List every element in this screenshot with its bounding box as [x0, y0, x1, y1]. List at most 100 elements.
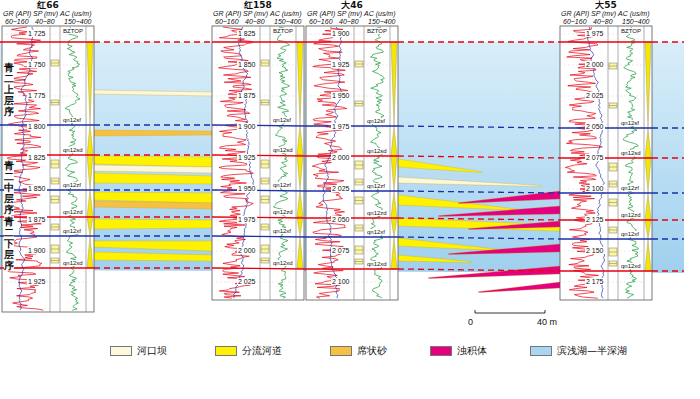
horizon-code: BZTOP: [620, 28, 642, 34]
legend-swatch: [215, 346, 237, 356]
axis-range: 60~160: [5, 18, 29, 25]
sand-body: [396, 218, 562, 231]
horizon-code: qn12zd: [366, 210, 388, 216]
horizon-line: [652, 41, 684, 42]
axis-range: 150~400: [274, 18, 301, 25]
sand-body: [396, 159, 482, 173]
horizon-line: [652, 157, 684, 158]
lithology-sand: [51, 100, 59, 105]
axis-range: 60~160: [563, 18, 587, 25]
cycle-triangle: [87, 190, 93, 217]
horizon-code: qn12sf: [620, 120, 640, 126]
sand-body: [396, 238, 502, 251]
lithology-sand: [261, 224, 269, 230]
legend-swatch: [330, 346, 352, 356]
track-divider: [618, 26, 619, 300]
horizon-line: [398, 269, 560, 271]
lithology-hatch: [355, 182, 363, 183]
cycle-triangle: [391, 156, 397, 191]
horizon-line: [306, 268, 398, 269]
scale-label: 40 m: [537, 318, 557, 327]
axis-header: AC (us/m): [270, 10, 302, 17]
depth-label: 1 925: [331, 61, 351, 68]
cycle-triangle: [87, 42, 93, 125]
horizon-code: qn12zf: [62, 182, 82, 188]
lithology-hatch: [355, 64, 363, 65]
cycle-triangle: [297, 236, 303, 268]
lithology-sand: [609, 163, 617, 171]
lithology-hatch: [51, 260, 59, 261]
horizon-line: [94, 154, 212, 155]
horizon-line: [212, 236, 306, 237]
sand-body: [396, 255, 472, 263]
lithology-hatch: [261, 249, 269, 250]
horizon-line: [560, 219, 652, 220]
lithology-hatch: [261, 181, 269, 182]
horizon-code: BZTOP: [272, 28, 294, 34]
horizon-line: [306, 155, 398, 156]
horizon-line: [94, 235, 212, 236]
lithology-hatch: [609, 252, 617, 253]
horizon-code: qn12xf: [620, 231, 640, 237]
horizon-line: [306, 190, 398, 191]
horizon-code: qn12xd: [272, 260, 294, 266]
lithology-hatch: [355, 165, 363, 166]
turbidite-body: [478, 282, 562, 293]
cycle-triangle: [391, 42, 397, 126]
lithology-sand: [261, 178, 269, 184]
depth-label: 1 850: [237, 61, 257, 68]
axis-header: GR (API): [213, 10, 241, 17]
sand-body: [92, 173, 214, 184]
lithology-sand: [355, 197, 363, 204]
horizon-line: [398, 126, 560, 128]
well-name: 大55: [595, 1, 617, 10]
axis-header: SP (mv): [337, 10, 362, 17]
axis-header: SP (mv): [33, 10, 58, 17]
axis-range: 60~160: [215, 18, 239, 25]
lithology-sand: [51, 258, 59, 263]
depth-label: 2 000: [237, 247, 257, 254]
depth-label: 2 000: [331, 154, 351, 161]
lithology-hatch: [609, 167, 617, 168]
lithology-hatch: [51, 249, 59, 250]
lithology-sand: [355, 101, 363, 106]
lithology-hatch: [609, 66, 617, 67]
legend-text: 滨浅湖—半深湖: [557, 346, 627, 356]
horizon-line: [0, 189, 94, 190]
cycle-triangle: [391, 237, 397, 269]
depth-label: 1 875: [27, 216, 47, 223]
depth-label: 2 025: [331, 185, 351, 192]
depth-label: 1 925: [237, 154, 257, 161]
lithology-sand: [355, 246, 363, 254]
horizon-line: [0, 41, 94, 42]
horizon-line: [0, 154, 94, 155]
cycle-triangle: [645, 42, 651, 128]
horizon-line: [652, 238, 684, 239]
axis-header: GR (API): [561, 10, 589, 17]
horizon-line: [560, 157, 652, 158]
horizon-line: [306, 125, 398, 126]
lithology-sand: [51, 245, 59, 253]
depth-label: 2 025: [585, 92, 605, 99]
horizon-line: [0, 235, 94, 236]
horizon-line: [94, 41, 212, 42]
cycle-triangle: [645, 220, 651, 239]
horizon-line: [212, 155, 306, 156]
lithology-hatch: [609, 202, 617, 203]
horizon-line: [560, 270, 652, 271]
axis-range: 150~400: [368, 18, 395, 25]
depth-label: 1 900: [27, 247, 47, 254]
depth-label: 2 150: [585, 247, 605, 254]
horizon-line: [652, 192, 684, 193]
scale-tick: [475, 310, 476, 313]
axis-range: 150~400: [622, 18, 649, 25]
track-divider: [390, 26, 391, 300]
horizon-line: [0, 267, 94, 268]
depth-label: 2 100: [331, 278, 351, 285]
legend-text: 河口坝: [137, 346, 167, 356]
horizon-code: qn12xf: [62, 228, 82, 234]
horizon-line: [560, 238, 652, 239]
lithology-hatch: [609, 230, 617, 231]
horizon-line: [306, 41, 398, 42]
lithology-sand: [355, 61, 363, 67]
